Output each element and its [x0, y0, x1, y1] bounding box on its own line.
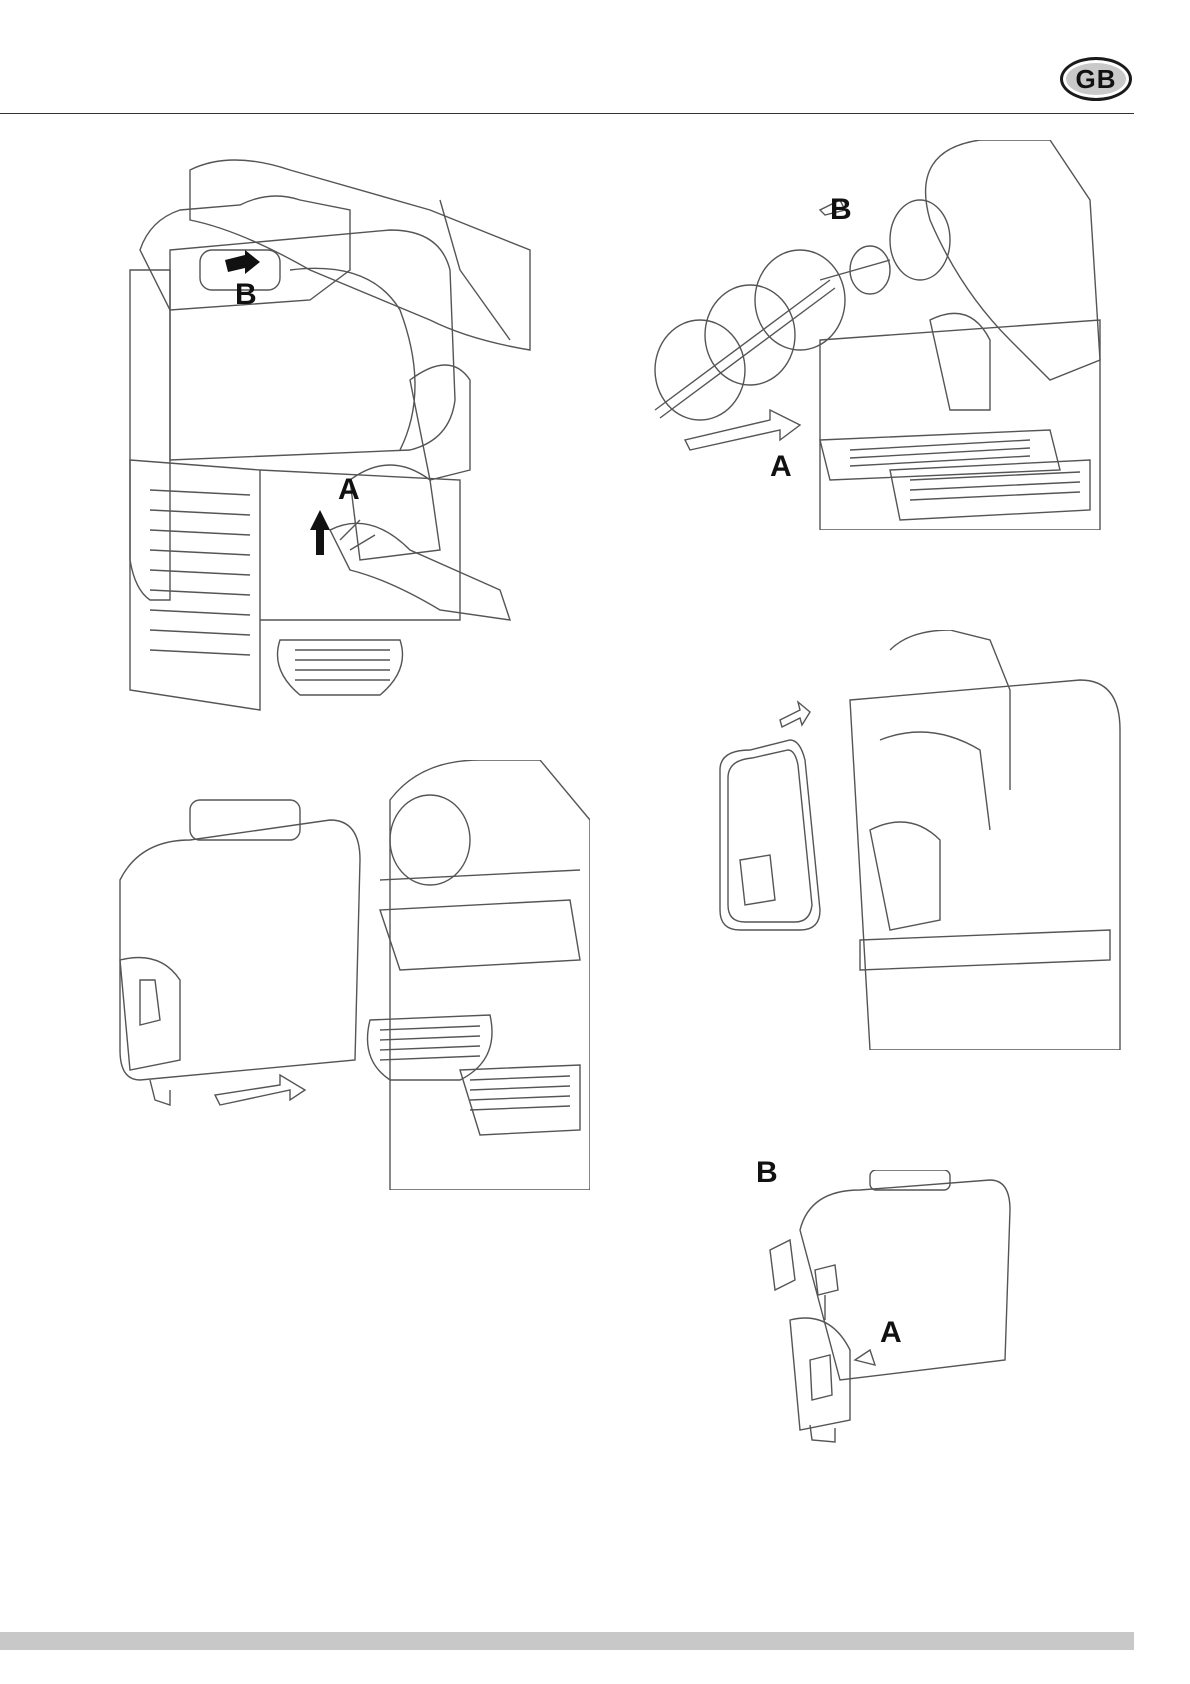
callout-b: B — [830, 195, 852, 225]
machine-illustration-2 — [630, 140, 1130, 530]
figure-tap-disassembly: B A — [760, 1170, 1030, 1450]
figure-bowl-pulled-out — [100, 760, 590, 1190]
callout-b: B — [756, 1158, 778, 1188]
header-rule — [0, 113, 1134, 114]
language-badge: GB — [1060, 57, 1132, 101]
language-badge-label: GB — [1076, 64, 1117, 95]
callout-a: A — [770, 452, 792, 482]
machine-illustration-3 — [100, 760, 590, 1190]
footer-bar — [0, 1632, 1134, 1650]
callout-b: B — [235, 280, 257, 310]
callout-a: A — [338, 475, 360, 505]
figure-remove-bowl: B A — [110, 150, 570, 720]
callout-a: A — [880, 1318, 902, 1348]
machine-illustration-4 — [710, 630, 1130, 1050]
figure-auger-removal: B A — [630, 140, 1130, 530]
figure-gasket-removal — [710, 630, 1130, 1050]
machine-illustration-5 — [760, 1170, 1030, 1450]
machine-illustration-1 — [110, 150, 570, 720]
